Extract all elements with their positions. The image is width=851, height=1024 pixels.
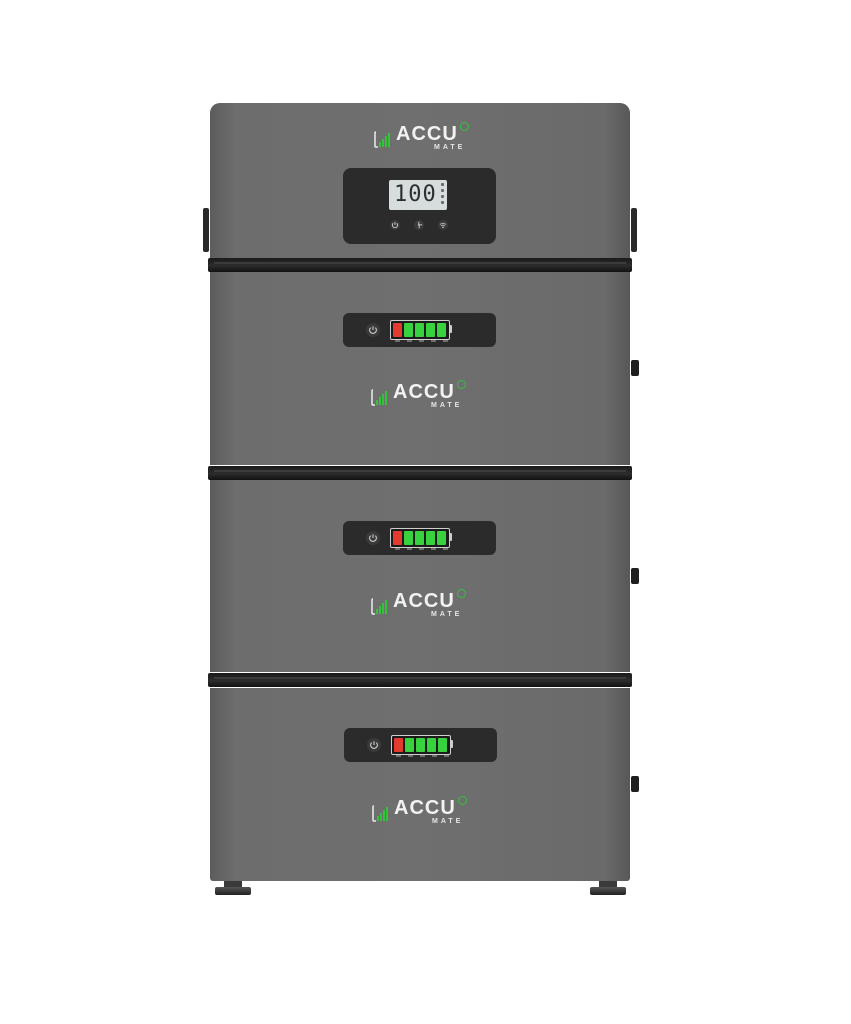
- battery-scale-marks: [395, 548, 451, 552]
- module-seam: [208, 466, 632, 480]
- registered-mark-icon: [457, 380, 466, 389]
- registered-mark-icon: [457, 589, 466, 598]
- signal-bars-icon: [371, 598, 387, 615]
- display-panel: 100: [343, 168, 496, 244]
- lcd-unit-indicators: [439, 183, 445, 207]
- logo-word: ACCU: [394, 797, 456, 819]
- power-icon: [369, 534, 377, 542]
- left-foot: [215, 881, 251, 895]
- brand-logo: ACCU MATE: [372, 796, 482, 830]
- battery-indicator-panel: [344, 728, 497, 762]
- lcd-reading: 100: [394, 182, 437, 207]
- side-connector: [631, 568, 639, 584]
- module-power-button[interactable]: [366, 323, 380, 337]
- battery-cell: [393, 531, 402, 545]
- brand-logo: ACCU MATE: [371, 589, 481, 623]
- side-connector: [631, 776, 639, 792]
- battery-scale-marks: [395, 340, 451, 344]
- logo-subword: MATE: [432, 818, 464, 825]
- right-handle: [631, 208, 637, 252]
- battery-indicator-panel: [343, 313, 496, 347]
- battery-module-3: [210, 688, 630, 881]
- power-icon: [370, 741, 378, 749]
- battery-cell: [437, 323, 446, 337]
- battery-tip: [449, 325, 452, 333]
- battery-cell: [405, 738, 414, 752]
- battery-cell: [416, 738, 425, 752]
- side-connector: [631, 360, 639, 376]
- module-power-button[interactable]: [366, 531, 380, 545]
- battery-cell: [404, 531, 413, 545]
- battery-cell: [437, 531, 446, 545]
- fan-icon: [418, 221, 423, 229]
- battery-cell: [393, 323, 402, 337]
- battery-tip: [449, 533, 452, 541]
- battery-scale-marks: [396, 755, 452, 759]
- logo-subword: MATE: [434, 144, 466, 151]
- wifi-button[interactable]: [438, 220, 448, 230]
- battery-cell: [404, 323, 413, 337]
- battery-indicator-panel: [343, 521, 496, 555]
- registered-mark-icon: [460, 122, 469, 131]
- signal-bars-icon: [372, 805, 388, 822]
- logo-word: ACCU: [396, 123, 458, 145]
- logo-subword: MATE: [431, 402, 463, 409]
- right-foot: [590, 881, 626, 895]
- logo-word: ACCU: [393, 381, 455, 403]
- left-handle: [203, 208, 209, 252]
- fan-button[interactable]: [414, 220, 424, 230]
- brand-logo: ACCU MATE: [371, 380, 481, 414]
- power-icon: [369, 326, 377, 334]
- logo-word: ACCU: [393, 590, 455, 612]
- wifi-icon: [439, 222, 447, 228]
- logo-subword: MATE: [431, 611, 463, 618]
- lcd-screen: 100: [389, 180, 447, 210]
- battery-level-gauge: [390, 528, 450, 548]
- battery-cell: [427, 738, 436, 752]
- module-seam: [208, 673, 632, 687]
- battery-cell: [426, 323, 435, 337]
- battery-module-1: [210, 272, 630, 465]
- power-button[interactable]: [390, 220, 400, 230]
- battery-module-2: [210, 480, 630, 672]
- battery-cell: [415, 323, 424, 337]
- brand-logo: ACCU MATE: [374, 122, 484, 156]
- battery-tip: [450, 740, 453, 748]
- battery-cell: [415, 531, 424, 545]
- module-seam: [208, 258, 632, 272]
- signal-bars-icon: [371, 389, 387, 406]
- battery-cell: [426, 531, 435, 545]
- battery-cell: [394, 738, 403, 752]
- registered-mark-icon: [458, 796, 467, 805]
- power-icon: [391, 222, 399, 229]
- battery-level-gauge: [390, 320, 450, 340]
- battery-level-gauge: [391, 735, 451, 755]
- signal-bars-icon: [374, 131, 390, 148]
- battery-cell: [438, 738, 447, 752]
- module-power-button[interactable]: [367, 738, 381, 752]
